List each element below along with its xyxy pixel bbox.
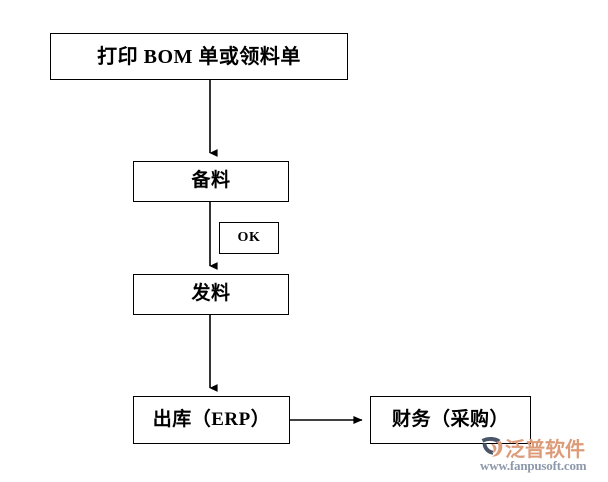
flow-node-finance-purchasing[interactable]: 财务（采购） <box>370 396 531 444</box>
flow-edge-label-ok-text: OK <box>237 230 261 246</box>
flow-node-prepare-material[interactable]: 备料 <box>133 161 289 202</box>
flow-node-print-bom-label: 打印 BOM 单或领料单 <box>97 45 301 68</box>
flow-node-outbound-erp-label: 出库（ERP） <box>152 408 271 430</box>
flow-node-prepare-material-label: 备料 <box>191 170 231 192</box>
flow-node-issue-material-label: 发料 <box>191 283 231 305</box>
flow-node-issue-material[interactable]: 发料 <box>133 274 289 315</box>
flow-node-outbound-erp[interactable]: 出库（ERP） <box>133 396 290 444</box>
flow-node-finance-purchasing-label: 财务（采购） <box>391 408 509 430</box>
flow-node-print-bom[interactable]: 打印 BOM 单或领料单 <box>50 33 348 80</box>
flow-edge-label-ok[interactable]: OK <box>219 222 279 254</box>
